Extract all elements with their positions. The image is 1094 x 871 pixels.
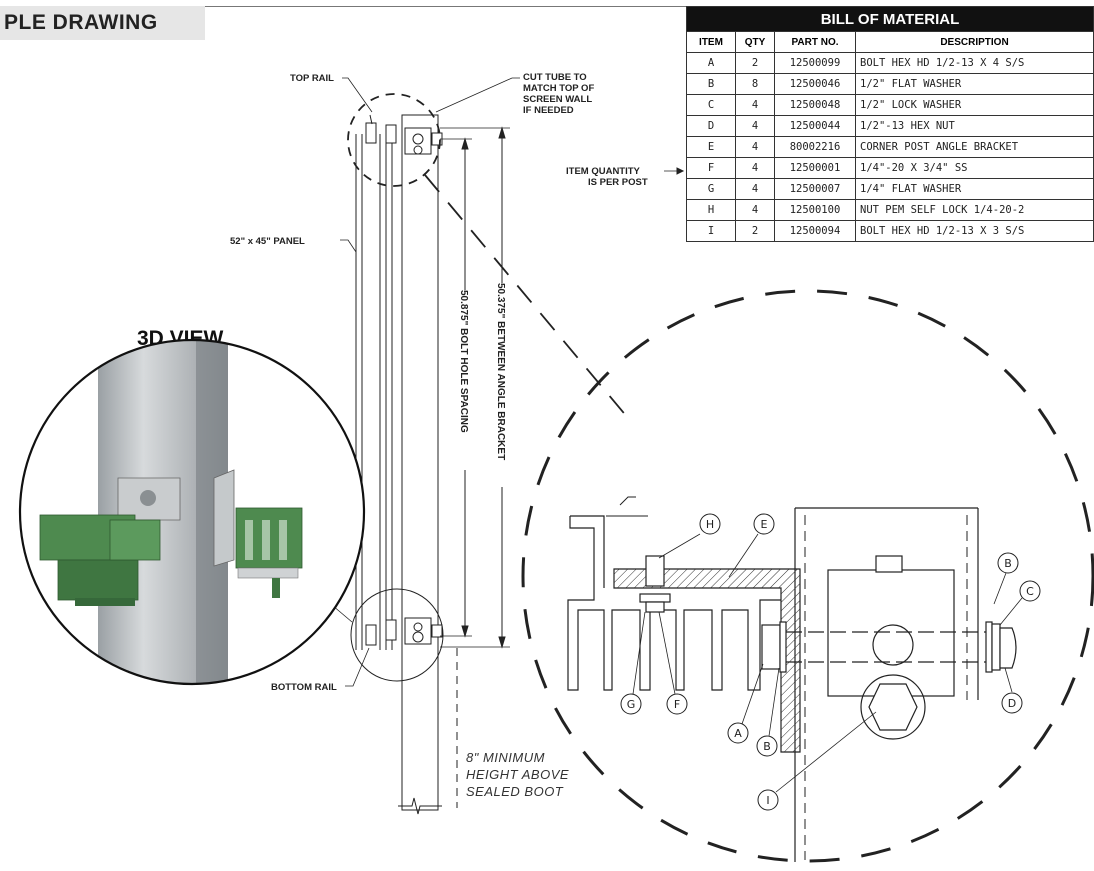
balloon-c-text: C [1026, 585, 1034, 598]
balloon-f [666, 693, 688, 715]
detail-view [521, 289, 1094, 863]
bill-of-material-table: BILL OF MATERIAL ITEM QTY PART NO. DESCR… [686, 6, 1094, 242]
detail-hex-bolt-i [868, 683, 918, 731]
balloon-e [753, 513, 775, 535]
min-height-label-1: 8" MINIMUM [466, 750, 545, 765]
balloon-b-right-text: B [1004, 557, 1012, 570]
item-qty-label-1: ITEM QUANTITY [566, 166, 641, 177]
balloon-h-text: H [706, 518, 714, 531]
bolt-spacing-dimension: 50.875" BOLT HOLE SPACING [458, 290, 469, 433]
bom-cell-description: 1/2"-13 HEX NUT [855, 115, 1094, 137]
3d-view-render [20, 340, 364, 684]
bom-cell-item: I [686, 220, 736, 242]
bom-header-row: ITEM QTY PART NO. DESCRIPTION [686, 31, 1094, 53]
balloon-d-text: D [1008, 697, 1016, 710]
bottom-rail-hardware [365, 617, 443, 646]
bom-col-description: DESCRIPTION [855, 31, 1094, 53]
detail-callout-circle-top [347, 93, 441, 187]
bottom-rail-label: BOTTOM RAIL [271, 682, 337, 693]
balloon-b-right [997, 552, 1019, 574]
balloon-a [727, 722, 749, 744]
cut-tube-label-3: SCREEN WALL [523, 94, 592, 105]
detail-callout-circle-bottom [350, 588, 444, 682]
balloon-d [1001, 692, 1023, 714]
balloon-i [757, 789, 779, 811]
detail-rail-profile [567, 515, 781, 691]
detail-leader [424, 174, 629, 419]
balloon-c [1019, 580, 1041, 602]
balloon-e-text: E [761, 518, 768, 531]
drawing-title: PLE DRAWING [4, 11, 158, 34]
top-rail-label: TOP RAIL [290, 73, 334, 84]
item-qty-label-2: IS PER POST [588, 177, 648, 188]
bom-cell-description: BOLT HEX HD 1/2-13 X 3 S/S [855, 220, 1094, 242]
bom-cell-part-no: 12500048 [774, 94, 856, 116]
bom-cell-part-no: 12500044 [774, 115, 856, 137]
bracket-spacing-dimension: 50.375" BETWEEN ANGLE BRACKET [495, 283, 506, 460]
drawing-title-tab: PLE DRAWING [0, 6, 205, 40]
balloon-g [620, 693, 642, 715]
bom-cell-part-no: 80002216 [774, 136, 856, 158]
bom-title: BILL OF MATERIAL [686, 6, 1094, 32]
balloon-i-text: I [766, 794, 769, 807]
top-rail-hardware [365, 114, 443, 155]
detail-angle-bracket [613, 568, 801, 753]
min-height-label-3: SEALED BOOT [466, 784, 564, 799]
bom-cell-part-no: 12500099 [774, 52, 856, 74]
detail-circle [521, 289, 1094, 863]
balloon-b-left [756, 735, 778, 757]
sheet-border-line [205, 6, 1094, 7]
balloon-h [699, 513, 721, 535]
elevation-view [325, 77, 685, 815]
3d-view-circle [18, 338, 366, 686]
min-height-label-2: HEIGHT ABOVE [466, 767, 569, 782]
bom-col-part-no: PART NO. [774, 31, 856, 53]
cut-tube-label-2: MATCH TOP OF [523, 83, 594, 94]
balloon-a-text: A [734, 727, 742, 740]
detail-balloons [620, 513, 1041, 811]
bom-cell-part-no: 12500046 [774, 73, 856, 95]
balloon-g-text: G [627, 698, 636, 711]
panel-label: 52" x 45" PANEL [230, 236, 305, 247]
bom-cell-description: 1/4"-20 X 3/4" SS [855, 157, 1094, 179]
cut-tube-label-1: CUT TUBE TO [523, 72, 587, 83]
post-tube [401, 114, 439, 811]
cut-tube-label-4: IF NEEDED [523, 105, 574, 116]
bom-cell-description: 1/2" FLAT WASHER [855, 73, 1094, 95]
balloon-f-text: F [674, 698, 680, 711]
balloon-b-left-text: B [763, 740, 771, 753]
detail-bracket-block [827, 569, 955, 697]
bom-cell-description: CORNER POST ANGLE BRACKET [855, 136, 1094, 158]
